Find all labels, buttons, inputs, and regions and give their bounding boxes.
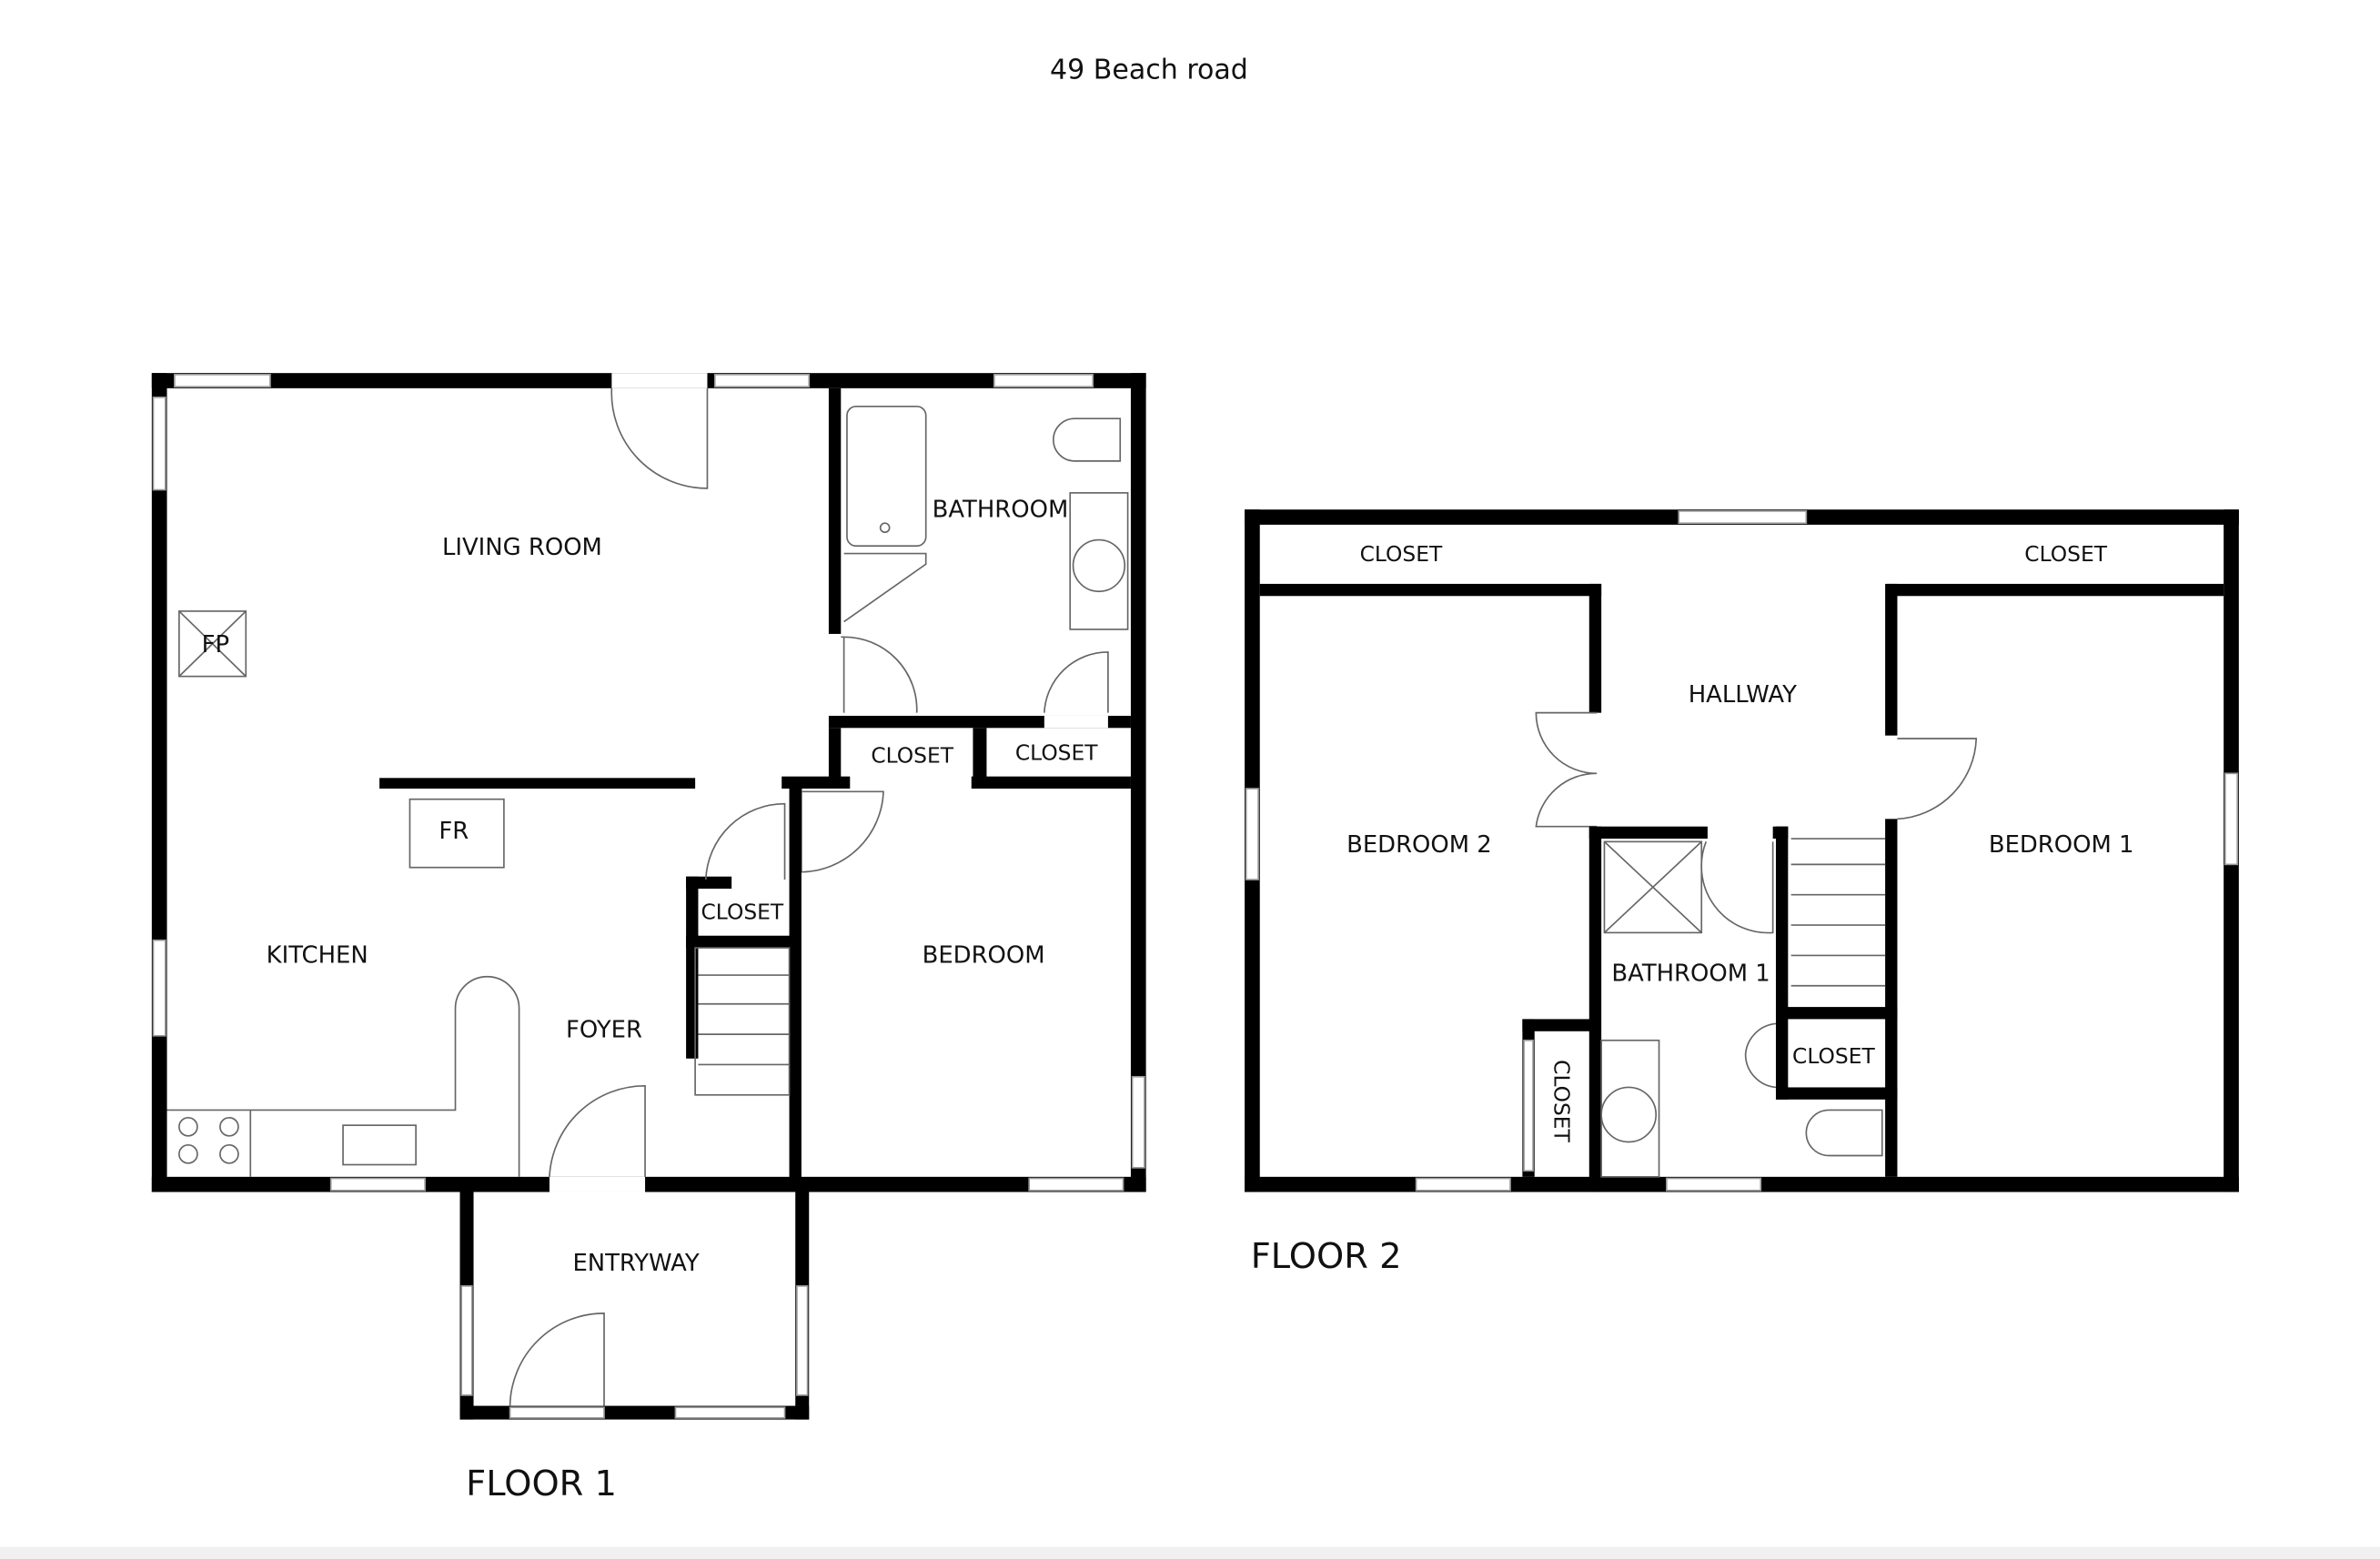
room-closet: CLOSET [1015, 739, 1098, 765]
room-bathroom: BATHROOM [933, 497, 1069, 524]
room-entryway: ENTRYWAY [572, 1250, 699, 1277]
floor-2-label: FLOOR 2 [1251, 1236, 1402, 1277]
room-closet: CLOSET [2024, 541, 2107, 567]
room-closet: CLOSET [1360, 541, 1443, 567]
room-closet: CLOSET [1548, 1060, 1574, 1142]
floor-2: CLOSET CLOSET HALLWAY BEDROOM 2 BEDROOM … [1245, 509, 2239, 1277]
room-bedroom-2: BEDROOM 2 [1346, 831, 1492, 859]
room-bedroom-1: BEDROOM 1 [1989, 831, 2134, 859]
room-foyer: FOYER [566, 1016, 642, 1043]
room-closet: CLOSET [871, 743, 953, 769]
plan-title: 49 Beach road [1050, 55, 1248, 86]
fixture-fireplace: FP [202, 631, 229, 659]
room-kitchen: KITCHEN [267, 942, 368, 970]
room-closet: CLOSET [701, 899, 784, 924]
room-closet: CLOSET [1792, 1043, 1875, 1069]
floor-1: LIVING ROOM BATHROOM CLOSET CLOSET CLOSE… [151, 373, 1146, 1504]
room-living-room: LIVING ROOM [442, 534, 602, 561]
room-bedroom: BEDROOM [923, 942, 1045, 970]
fixture-fridge: FR [439, 818, 469, 845]
room-hallway: HALLWAY [1689, 681, 1797, 709]
floor-1-label: FLOOR 1 [466, 1463, 617, 1504]
room-bathroom-1: BATHROOM 1 [1611, 961, 1770, 988]
